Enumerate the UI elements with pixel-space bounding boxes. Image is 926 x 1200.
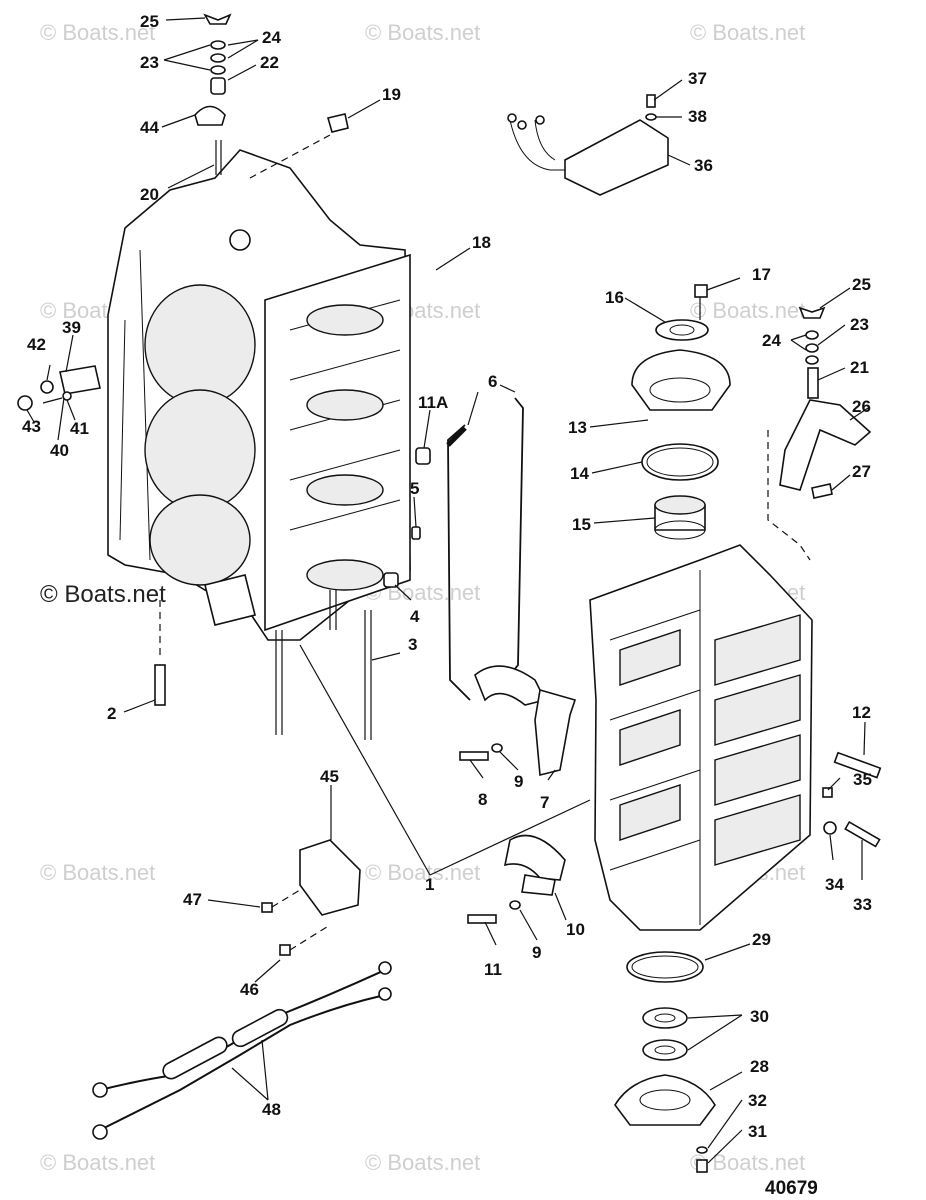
callout-14: 14: [570, 464, 589, 483]
callout-3: 3: [408, 635, 417, 654]
callout-10: 10: [566, 920, 585, 939]
callout-27: 27: [852, 462, 871, 481]
callout-7: 7: [540, 793, 549, 812]
callout-35: 35: [853, 770, 872, 789]
watermark: © Boats.net: [40, 1150, 155, 1175]
watermark: © Boats.net: [690, 298, 805, 323]
callout-15: 15: [572, 515, 591, 534]
callout-36: 36: [694, 156, 713, 175]
watermark: © Boats.net: [40, 860, 155, 885]
callout-33: 33: [853, 895, 872, 914]
callout-44: 44: [140, 118, 159, 137]
callout-28: 28: [750, 1057, 769, 1076]
transfer-hose: [446, 397, 524, 701]
callout-11A: 11A: [418, 393, 448, 412]
callout-labels: 25 23 24 22 44 19 20 18 37 38 36 16 17 2…: [22, 12, 872, 1141]
watermark: © Boats.net: [365, 20, 480, 45]
callout-23: 23: [140, 53, 159, 72]
callout-32: 32: [748, 1091, 767, 1110]
callout-25-right: 25: [852, 275, 871, 294]
callout-41: 41: [70, 419, 89, 438]
watermark: © Boats.net: [40, 20, 155, 45]
cylinder-block: [107, 149, 411, 735]
callout-39: 39: [62, 318, 81, 337]
right-side-bolts: [822, 751, 882, 848]
callout-5: 5: [410, 479, 419, 498]
watermark: © Boats.net: [365, 860, 480, 885]
callout-13: 13: [568, 418, 587, 437]
rectifier-and-harness: [92, 839, 392, 1140]
callout-11: 11: [484, 960, 502, 979]
watermark: © Boats.net: [365, 1150, 480, 1175]
callout-9: 9: [514, 772, 523, 791]
callout-4: 4: [410, 607, 420, 626]
callout-2: 2: [107, 704, 116, 723]
callout-48: 48: [262, 1100, 281, 1119]
callout-23-right: 23: [850, 315, 869, 334]
callout-46: 46: [240, 980, 259, 999]
upper-bearing-stack: [631, 284, 731, 540]
ignition-module: [507, 94, 669, 196]
callout-9-lower: 9: [532, 943, 541, 962]
callout-21: 21: [850, 358, 869, 377]
callout-45: 45: [320, 767, 339, 786]
callout-31: 31: [748, 1122, 767, 1141]
callout-38: 38: [688, 107, 707, 126]
callout-17: 17: [752, 265, 771, 284]
callout-30: 30: [750, 1007, 769, 1026]
terminal-block: [17, 365, 101, 411]
callout-34: 34: [825, 875, 844, 894]
callout-1: 1: [425, 875, 434, 894]
callout-12: 12: [852, 703, 871, 722]
leader-lines: [26, 17, 869, 1164]
pins-and-studs: [154, 447, 431, 740]
callout-42: 42: [27, 335, 46, 354]
callout-40: 40: [50, 441, 69, 460]
callout-8: 8: [478, 790, 487, 809]
callout-18: 18: [472, 233, 491, 252]
callout-19: 19: [382, 85, 401, 104]
lower-bearing-stack: [614, 951, 716, 1173]
callout-47: 47: [183, 890, 202, 909]
callout-22: 22: [260, 53, 279, 72]
crankcase-cover: [589, 544, 813, 931]
callout-25: 25: [140, 12, 159, 31]
callout-24-right: 24: [762, 331, 781, 350]
callout-37: 37: [688, 69, 707, 88]
callout-20: 20: [140, 185, 159, 204]
watermark: © Boats.net: [690, 20, 805, 45]
callout-16: 16: [605, 288, 624, 307]
watermark-dark: © Boats.net: [40, 581, 166, 608]
callout-43: 43: [22, 417, 41, 436]
callout-26: 26: [852, 397, 871, 416]
callout-6: 6: [488, 372, 497, 391]
callout-29: 29: [752, 930, 771, 949]
bearing-cages: [459, 665, 577, 924]
figure-id: 40679: [765, 1178, 818, 1199]
callout-24: 24: [262, 28, 281, 47]
right-bracket-hardware: [767, 306, 872, 561]
top-stud-stack: [194, 13, 349, 179]
